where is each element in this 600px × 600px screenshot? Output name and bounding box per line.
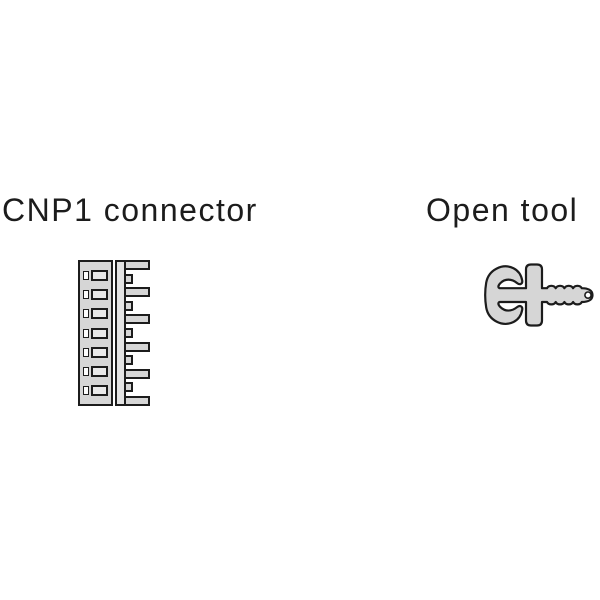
open-tool-icon xyxy=(484,263,594,327)
connector-tab-long xyxy=(124,314,150,325)
connector-tab-long xyxy=(124,260,150,270)
connector-tab-long xyxy=(124,341,150,352)
pin-slot xyxy=(91,384,108,396)
connector-pin-row xyxy=(83,270,111,282)
connector-tab-short xyxy=(124,273,133,284)
pin-slot xyxy=(91,327,108,339)
connector-pin-row xyxy=(83,365,111,377)
connector-tab-short xyxy=(124,300,133,311)
pin-slot xyxy=(91,289,108,301)
connector-body xyxy=(78,260,113,406)
connector-tab-short xyxy=(124,327,133,338)
connector-tab-long xyxy=(124,287,150,298)
open-tool-graphic xyxy=(483,262,595,328)
pin-window xyxy=(83,309,89,319)
cnp1-connector-graphic xyxy=(78,259,154,407)
pin-window xyxy=(83,328,89,338)
connector-pin-row xyxy=(83,327,111,339)
pin-slot xyxy=(91,308,108,320)
pin-window xyxy=(83,347,89,357)
connector-label: CNP1 connector xyxy=(2,192,258,228)
connector-tab-long xyxy=(124,395,150,406)
pin-slot xyxy=(91,346,108,358)
pin-window xyxy=(83,290,89,300)
connector-tab-short xyxy=(124,355,133,366)
pin-window xyxy=(83,271,89,281)
tool-outline xyxy=(484,263,594,327)
connector-pin-row xyxy=(83,289,111,301)
connector-tab-short xyxy=(124,382,133,393)
connector-tabs xyxy=(124,260,150,406)
connector-pin-row xyxy=(83,384,111,396)
pin-slot xyxy=(91,365,108,377)
connector-pin-row xyxy=(83,346,111,358)
tool-hole xyxy=(584,291,592,299)
tool-label: Open tool xyxy=(426,192,579,228)
connector-pin-row xyxy=(83,308,111,320)
connector-tab-long xyxy=(124,368,150,379)
pin-window xyxy=(83,385,89,395)
pin-window xyxy=(83,366,89,376)
pin-slot xyxy=(91,270,108,282)
